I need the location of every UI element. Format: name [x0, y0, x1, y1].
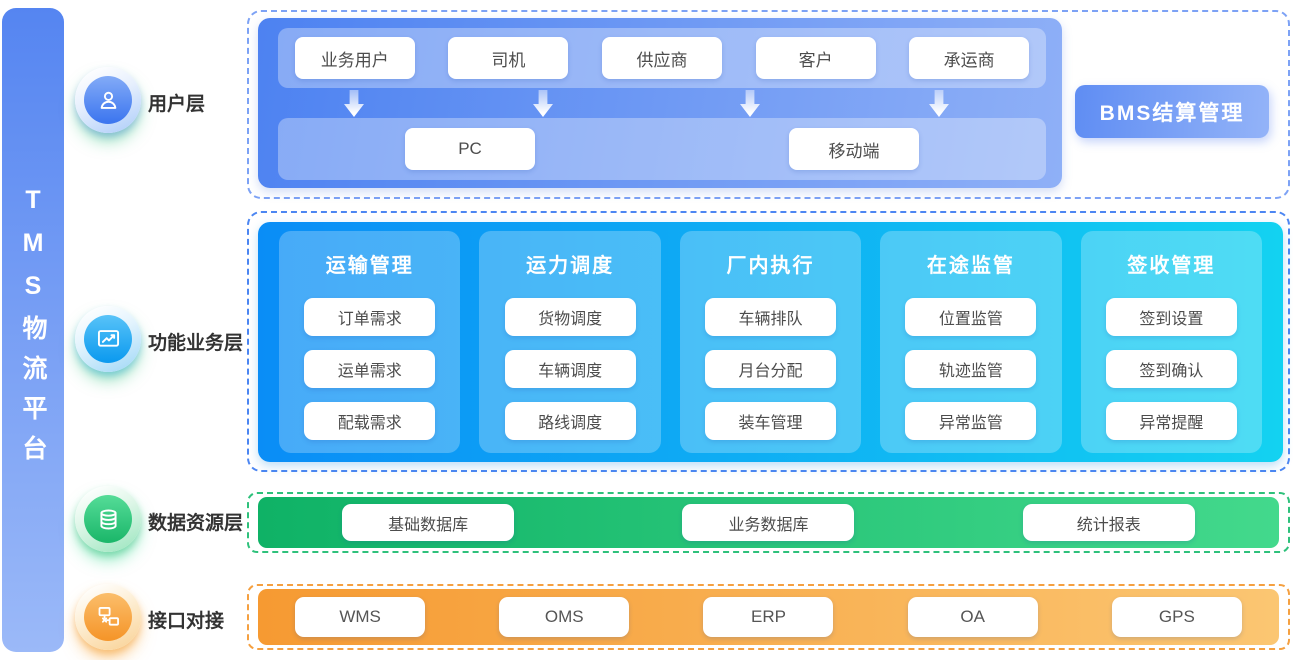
- business-item-pill: 车辆排队: [705, 298, 837, 336]
- user-roles-row: 业务用户 司机 供应商 客户 承运商: [278, 28, 1046, 88]
- down-arrow-icon: [740, 90, 760, 117]
- business-column-title: 厂内执行: [726, 255, 815, 277]
- data-layer-badge: [75, 486, 141, 552]
- business-column-items: 货物调度 车辆调度 路线调度: [504, 284, 636, 440]
- business-item-pill: 运单需求: [304, 350, 436, 388]
- platform-title: TMS物流平台: [19, 185, 47, 475]
- interface-layer-section: WMS OMS ERP OA GPS: [247, 584, 1290, 650]
- down-arrow-icon: [419, 555, 441, 583]
- interface-layer-label: 接口对接: [148, 611, 225, 632]
- business-column-items: 签到设置 签到确认 异常提醒: [1105, 284, 1237, 440]
- business-column-title: 签收管理: [1127, 255, 1216, 277]
- business-item-pill: 异常监管: [905, 402, 1037, 440]
- data-item-pill: 业务数据库: [682, 504, 855, 541]
- business-column-items: 订单需求 运单需求 配载需求: [304, 284, 436, 440]
- data-item-pill: 统计报表: [1022, 504, 1195, 541]
- user-terminals-row: PC 移动端: [278, 118, 1046, 180]
- terminal-pill: 移动端: [789, 128, 919, 170]
- user-role-pill: 承运商: [909, 37, 1030, 79]
- business-column-items: 位置监管 轨迹监管 异常监管: [905, 284, 1037, 440]
- business-item-pill: 车辆调度: [504, 350, 636, 388]
- business-item-pill: 货物调度: [504, 298, 636, 336]
- business-item-pill: 订单需求: [304, 298, 436, 336]
- data-item-pill: 基础数据库: [342, 504, 515, 541]
- bms-settlement-button: BMS结算管理: [1075, 85, 1269, 138]
- platform-title-bar: TMS物流平台: [2, 8, 64, 652]
- business-column-title: 在途监管: [926, 255, 1015, 277]
- interface-item-pill: OMS: [499, 597, 630, 637]
- business-layer-label: 功能业务层: [148, 333, 244, 354]
- business-item-pill: 位置监管: [905, 298, 1037, 336]
- interface-item-pill: ERP: [703, 597, 834, 637]
- user-icon: [84, 76, 132, 124]
- business-column-title: 运输管理: [325, 255, 414, 277]
- data-layer-panel: 基础数据库 业务数据库 统计报表: [258, 497, 1279, 548]
- business-item-pill: 签到设置: [1105, 298, 1237, 336]
- user-role-pill: 供应商: [601, 37, 722, 79]
- user-layer-label: 用户层: [148, 94, 206, 115]
- interface-layer-panel: WMS OMS ERP OA GPS: [258, 589, 1279, 645]
- business-column: 运力调度 货物调度 车辆调度 路线调度: [479, 231, 661, 453]
- database-icon: [84, 495, 132, 543]
- user-role-pill: 司机: [448, 37, 569, 79]
- business-item-pill: 配载需求: [304, 402, 436, 440]
- business-item-pill: 路线调度: [504, 402, 636, 440]
- business-column: 在途监管 位置监管 轨迹监管 异常监管: [880, 231, 1062, 453]
- user-role-pill: 业务用户: [294, 37, 415, 79]
- business-layer-panel: 运输管理 订单需求 运单需求 配载需求 运力调度: [258, 222, 1283, 462]
- interface-item-pill: WMS: [295, 597, 426, 637]
- business-item-pill: 装车管理: [705, 402, 837, 440]
- data-layer-label: 数据资源层: [148, 513, 244, 534]
- user-layer-badge: [75, 67, 141, 133]
- business-column: 签收管理 签到设置 签到确认 异常提醒: [1080, 231, 1263, 453]
- interface-layer-badge: [75, 584, 141, 650]
- user-role-pill: 客户: [755, 37, 876, 79]
- terminal-pill: PC: [405, 128, 535, 170]
- chart-icon: [84, 315, 132, 363]
- data-layer-section: 基础数据库 业务数据库 统计报表: [247, 492, 1290, 553]
- user-layer-section: 业务用户 司机 供应商 客户 承运商 PC 移动端: [247, 10, 1290, 199]
- business-column-title: 运力调度: [526, 255, 615, 277]
- business-item-pill: 月台分配: [705, 350, 837, 388]
- interface-item-pill: OA: [907, 597, 1038, 637]
- business-item-pill: 签到确认: [1105, 350, 1237, 388]
- business-layer-badge: [75, 306, 141, 372]
- network-nodes-icon: [84, 593, 132, 641]
- interface-item-pill: GPS: [1111, 597, 1242, 637]
- down-arrow-icon: [533, 90, 553, 117]
- business-item-pill: 轨迹监管: [905, 350, 1037, 388]
- down-arrow-icon: [929, 90, 949, 117]
- user-layer-panel: 业务用户 司机 供应商 客户 承运商 PC 移动端: [258, 18, 1062, 188]
- business-layer-section: 运输管理 订单需求 运单需求 配载需求 运力调度: [247, 211, 1290, 472]
- business-column: 运输管理 订单需求 运单需求 配载需求: [279, 231, 461, 453]
- down-arrow-icon: [344, 90, 364, 117]
- business-column-items: 车辆排队 月台分配 装车管理: [705, 284, 837, 440]
- business-column: 厂内执行 车辆排队 月台分配 装车管理: [679, 231, 862, 453]
- business-item-pill: 异常提醒: [1105, 402, 1237, 440]
